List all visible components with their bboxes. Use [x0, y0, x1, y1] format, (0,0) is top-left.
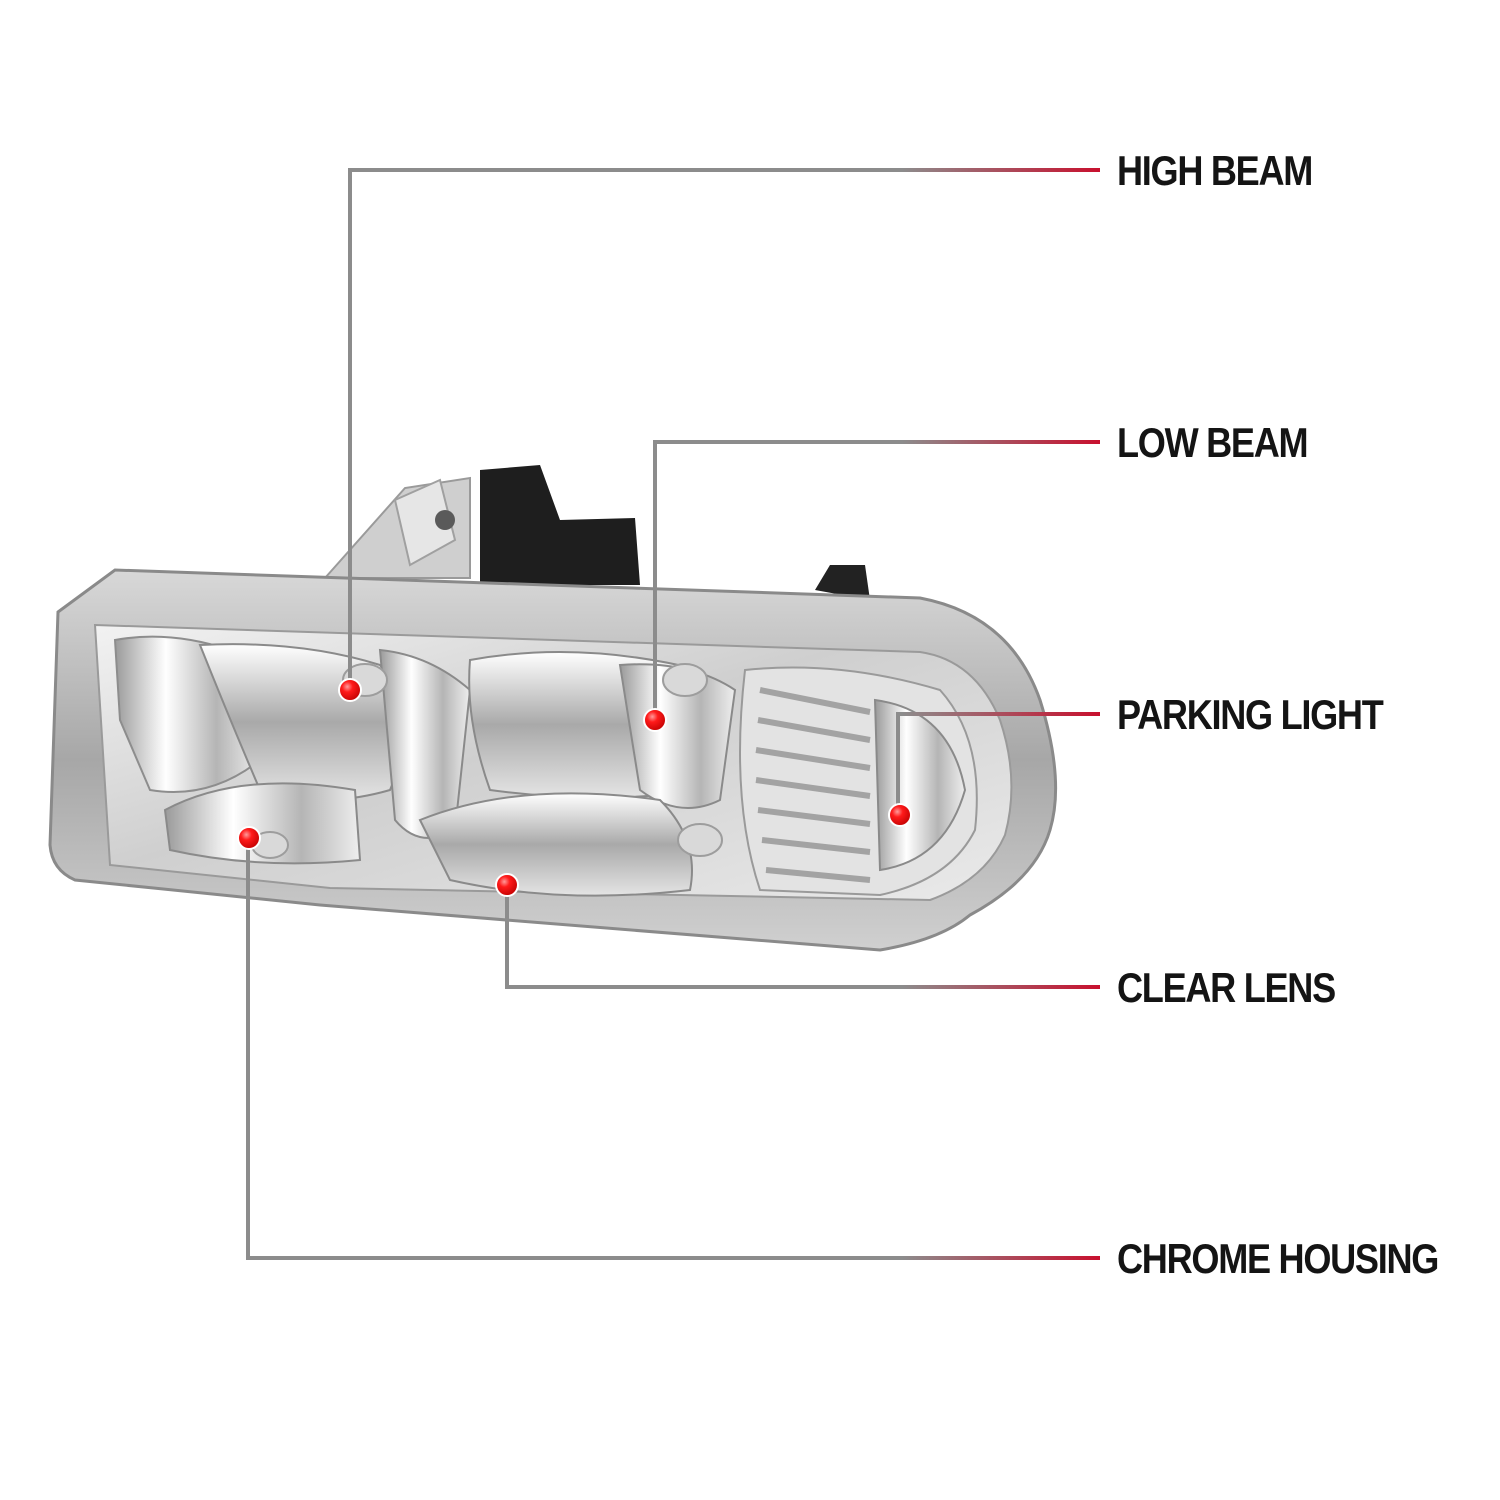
leader-line-low-beam: [653, 440, 1100, 720]
leader-line-chrome-housing: [246, 838, 1100, 1260]
leader-lines: [246, 168, 1100, 1260]
label-low-beam: LOW BEAM: [1117, 419, 1309, 466]
marker-dot-high-beam: [338, 678, 362, 702]
leader-line-parking-light: [896, 712, 1100, 815]
label-clear-lens: CLEAR LENS: [1117, 964, 1336, 1011]
label-parking-light: PARKING LIGHT: [1117, 691, 1384, 738]
label-high-beam: HIGH BEAM: [1117, 147, 1313, 194]
parking-light-section: [739, 666, 978, 897]
leader-line-high-beam: [348, 168, 1100, 690]
mounting-brackets: [322, 465, 870, 600]
marker-dot-clear-lens: [495, 873, 519, 897]
marker-dots: [237, 678, 912, 897]
reflector-cluster: [113, 635, 737, 897]
leader-line-clear-lens: [505, 885, 1100, 989]
marker-dot-low-beam: [643, 708, 667, 732]
marker-dot-chrome-housing: [237, 826, 261, 850]
marker-dot-parking-light: [888, 803, 912, 827]
label-chrome-housing: CHROME HOUSING: [1117, 1235, 1439, 1282]
